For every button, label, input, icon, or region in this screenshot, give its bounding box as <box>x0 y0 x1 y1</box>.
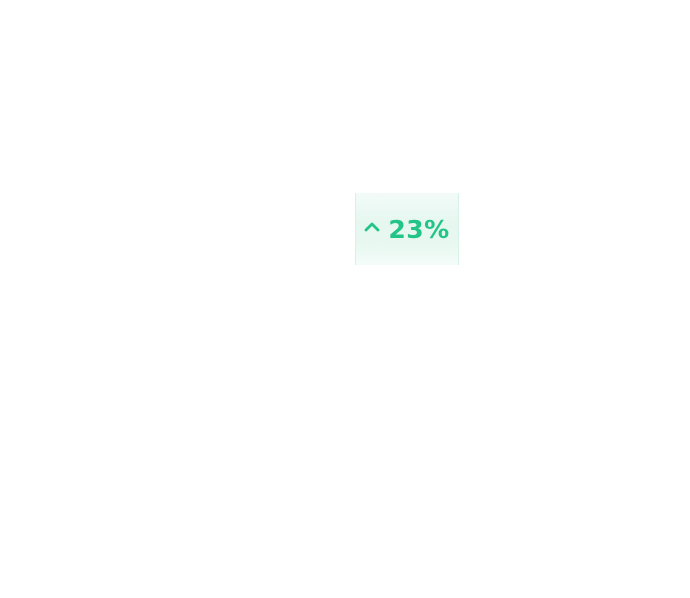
trend-badge: 23% <box>355 193 459 265</box>
trend-value: 23% <box>388 214 450 244</box>
chevron-up-icon <box>364 219 380 239</box>
